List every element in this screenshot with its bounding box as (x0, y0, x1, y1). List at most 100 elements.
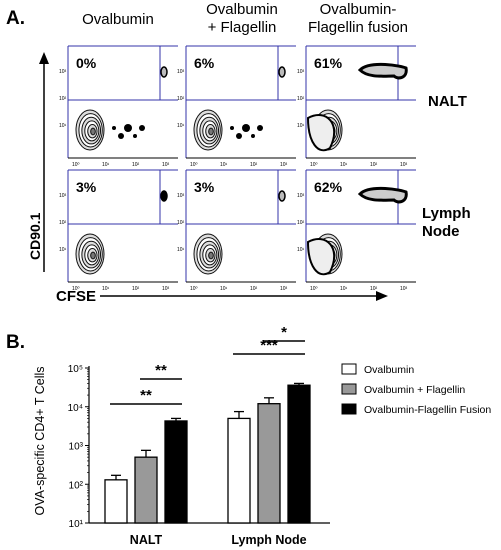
bar-1-0 (227, 417, 251, 524)
gated-population-dot (160, 190, 168, 202)
y-tick-label: 10² (297, 96, 305, 102)
scatter-cluster (236, 133, 242, 139)
x-tick-label: 10² (132, 162, 140, 168)
x-tick-label: 10¹ (102, 286, 110, 292)
gated-population-dot (278, 190, 286, 202)
flow-plot-r2-c1: 10⁰ 10¹ 10¹ 10² 10² 10³ 10³ 3% (59, 169, 178, 292)
x-category-label: Lymph Node (231, 533, 306, 547)
x-tick-label: 10⁰ (310, 286, 318, 292)
x-tick-label: 10² (250, 162, 258, 168)
gated-population-dot (160, 66, 168, 78)
scatter-cluster (257, 125, 263, 131)
legend-label: Ovalbumin-Flagellin Fusion (364, 404, 491, 416)
gate-percentage: 62% (314, 179, 343, 195)
x-tick-label: 10¹ (340, 162, 348, 168)
y-tick-label: 10⁵ (68, 364, 83, 375)
x-tick-label: 10⁰ (72, 286, 80, 292)
y-tick-label: 10¹ (59, 123, 67, 129)
significance-label: ** (155, 362, 167, 379)
y-tick-label: 10³ (69, 442, 84, 453)
x-tick-label: 10² (132, 286, 140, 292)
x-tick-label: 10³ (280, 162, 288, 168)
x-axis-label-cfse: CFSE (56, 288, 96, 305)
column-header-3: Ovalbumin-Flagellin fusion (308, 1, 408, 36)
population-contour (193, 233, 223, 275)
y-tick-label: 10¹ (177, 123, 185, 129)
scatter-cluster (230, 126, 234, 130)
low-population-contour (306, 237, 336, 276)
y-tick-label: 10¹ (59, 247, 67, 253)
significance-label: *** (260, 337, 278, 354)
significance-label: * (281, 324, 287, 341)
panel-a-label: A. (6, 8, 25, 29)
legend-swatch (341, 383, 357, 395)
bar-0-1 (134, 456, 158, 524)
scatter-cluster (112, 126, 116, 130)
legend-swatch (341, 403, 357, 415)
x-tick-label: 10⁰ (190, 286, 198, 292)
population-contour (75, 109, 105, 151)
gate-percentage: 3% (76, 179, 97, 195)
x-tick-label: 10¹ (340, 286, 348, 292)
y-tick-label: 10² (59, 96, 67, 102)
low-population-contour (306, 113, 336, 152)
population-contour (75, 233, 105, 275)
x-tick-label: 10³ (280, 286, 288, 292)
population-contour (193, 109, 223, 151)
x-tick-label: 10⁰ (310, 162, 318, 168)
y-tick-label: 10³ (177, 193, 185, 199)
y-tick-label: 10¹ (177, 247, 185, 253)
y-tick-label: 10² (177, 220, 185, 226)
bar-1-2 (287, 384, 311, 524)
significance-label: ** (140, 387, 152, 404)
chart-y-axis-label: OVA-specific CD4+ T Cells (33, 366, 47, 515)
y-tick-label: 10³ (177, 69, 185, 75)
bar-0-0 (104, 479, 128, 524)
y-tick-label: 10³ (59, 193, 67, 199)
y-axis-label-cd90: CD90.1 (27, 212, 43, 260)
x-tick-label: 10¹ (102, 162, 110, 168)
y-tick-label: 10² (59, 220, 67, 226)
y-axis-arrow (39, 52, 49, 272)
legend-label: Ovalbumin (364, 364, 414, 376)
y-tick-label: 10¹ (297, 123, 305, 129)
panel-b-label: B. (6, 332, 25, 353)
column-header-1: Ovalbumin (82, 11, 154, 28)
y-tick-label: 10² (69, 480, 84, 491)
x-tick-label: 10³ (400, 162, 408, 168)
x-tick-label: 10³ (162, 286, 170, 292)
scatter-cluster (133, 134, 137, 138)
legend-label: Ovalbumin + Flagellin (364, 384, 465, 396)
gate-percentage: 0% (76, 55, 97, 71)
x-tick-label: 10² (250, 286, 258, 292)
x-tick-label: 10¹ (220, 162, 228, 168)
x-tick-label: 10⁰ (72, 162, 80, 168)
scatter-cluster (118, 133, 124, 139)
column-header-2: Ovalbumin+ Flagellin (206, 1, 278, 36)
y-tick-label: 10¹ (297, 247, 305, 253)
x-tick-label: 10² (370, 162, 378, 168)
gate-percentage: 6% (194, 55, 215, 71)
x-tick-label: 10¹ (220, 286, 228, 292)
x-axis-arrow (100, 291, 388, 301)
y-tick-label: 10³ (59, 69, 67, 75)
gated-population-contour (357, 62, 408, 80)
y-tick-label: 10³ (297, 69, 305, 75)
y-tick-label: 10³ (297, 193, 305, 199)
gated-population-contour (357, 186, 408, 204)
gated-population-dot (278, 66, 286, 78)
bar-0-2 (164, 420, 188, 524)
x-category-label: NALT (130, 533, 163, 547)
y-tick-label: 10⁴ (68, 403, 83, 414)
gate-percentage: 61% (314, 55, 343, 71)
y-tick-label: 10² (177, 96, 185, 102)
scatter-cluster (251, 134, 255, 138)
x-tick-label: 10² (370, 286, 378, 292)
